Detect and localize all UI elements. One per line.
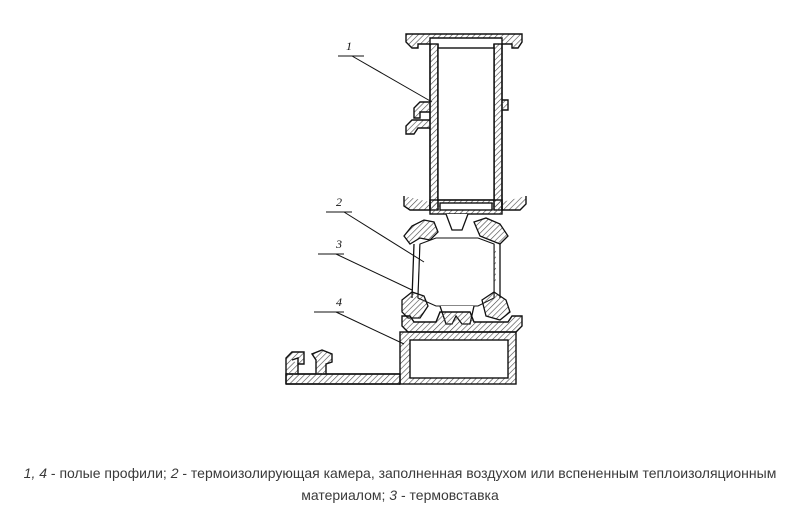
figure-caption: 1, 4 - полые профили; 2 - термоизолирующ… — [20, 462, 780, 506]
caption-num-2: 2 — [170, 465, 179, 481]
callout-number-4: 4 — [336, 295, 342, 309]
caption-text-2: - термоизолирующая камера, заполненная в… — [178, 465, 777, 503]
callout-number-1: 1 — [346, 39, 352, 53]
upper-hollow-profile — [403, 33, 527, 215]
lower-hollow-profile — [285, 311, 523, 385]
profile-cross-section-drawing: 1 2 3 4 — [285, 33, 527, 385]
callout-3: 3 — [318, 237, 413, 291]
callout-2: 2 — [326, 195, 425, 263]
caption-text-1: - полые профили; — [47, 465, 171, 481]
callout-1: 1 — [338, 39, 433, 103]
caption-text-3: - термовставка — [397, 487, 499, 503]
callout-number-3: 3 — [335, 237, 342, 251]
callout-4: 4 — [314, 295, 405, 345]
caption-num-1-4: 1, 4 — [23, 465, 48, 481]
thermal-insert-assembly — [401, 213, 511, 325]
callout-number-2: 2 — [336, 195, 342, 209]
caption-num-3: 3 — [389, 487, 398, 503]
